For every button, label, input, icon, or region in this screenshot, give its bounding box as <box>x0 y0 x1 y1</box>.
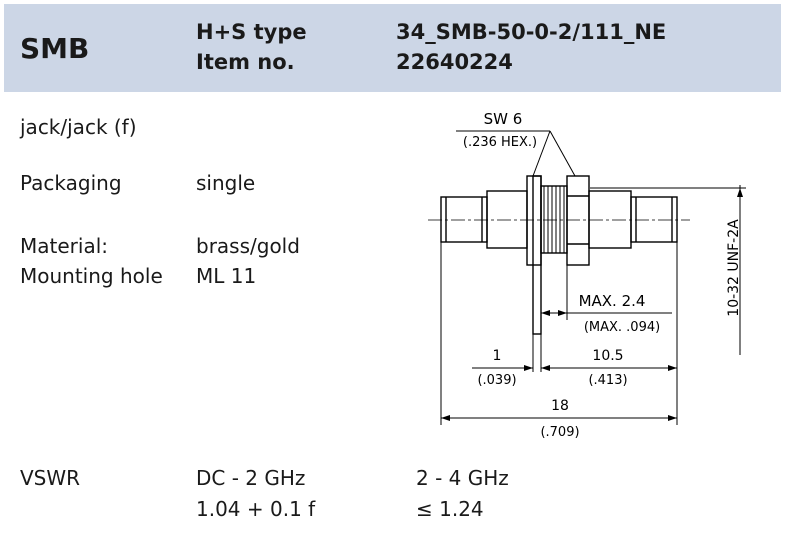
right-plug-shape <box>630 196 678 243</box>
sw-inch-label: (.236 HEX.) <box>463 135 537 150</box>
hex-nut-shape <box>566 175 590 266</box>
packaging-label: Packaging <box>20 171 122 195</box>
material-label: Material: <box>20 234 108 258</box>
dim1-inch-label: (.039) <box>477 373 516 388</box>
dim3-label: 18 <box>551 398 569 414</box>
item-label: Item no. <box>196 50 295 74</box>
vswr-label: VSWR <box>20 466 81 490</box>
thread-section-shape <box>540 185 568 254</box>
vswr-range-2: 2 - 4 GHz <box>416 466 509 490</box>
mounting-hole-label: Mounting hole <box>20 264 163 288</box>
product-title: SMB <box>20 32 90 65</box>
type-label: H+S type <box>196 20 307 44</box>
vswr-value-2: ≤ 1.24 <box>416 497 484 521</box>
right-body-shape <box>588 190 632 249</box>
packaging-value: single <box>196 171 256 195</box>
material-value: brass/gold <box>196 234 300 258</box>
dim2-inch-label: (.413) <box>588 373 627 388</box>
panel-flange-shape <box>526 175 542 266</box>
thread-label: 10-32 UNF-2A <box>726 219 742 317</box>
vswr-range-1: DC - 2 GHz <box>196 466 306 490</box>
type-value: 34_SMB-50-0-2/111_NE <box>396 20 667 44</box>
dim3-inch-label: (.709) <box>540 425 579 440</box>
connector-drawing: SW 6 (.236 HEX.) MAX. 2.4 (MAX. .094) 1 … <box>428 110 746 440</box>
sw-label: SW 6 <box>484 110 523 128</box>
vswr-value-1: 1.04 + 0.1 f <box>196 497 316 521</box>
item-value: 22640224 <box>396 50 513 74</box>
max-label: MAX. 2.4 <box>579 292 646 310</box>
dim2-label: 10.5 <box>592 348 623 364</box>
panel-line-shape <box>532 175 542 335</box>
left-plug-shape <box>440 196 488 243</box>
dim1-label: 1 <box>493 348 502 364</box>
connector-type: jack/jack (f) <box>20 115 137 139</box>
left-body-shape <box>486 190 528 249</box>
header-bar: SMB H+S type Item no. 34_SMB-50-0-2/111_… <box>4 4 781 92</box>
max-inch-label: (MAX. .094) <box>584 320 660 335</box>
mounting-hole-value: ML 11 <box>196 264 257 288</box>
